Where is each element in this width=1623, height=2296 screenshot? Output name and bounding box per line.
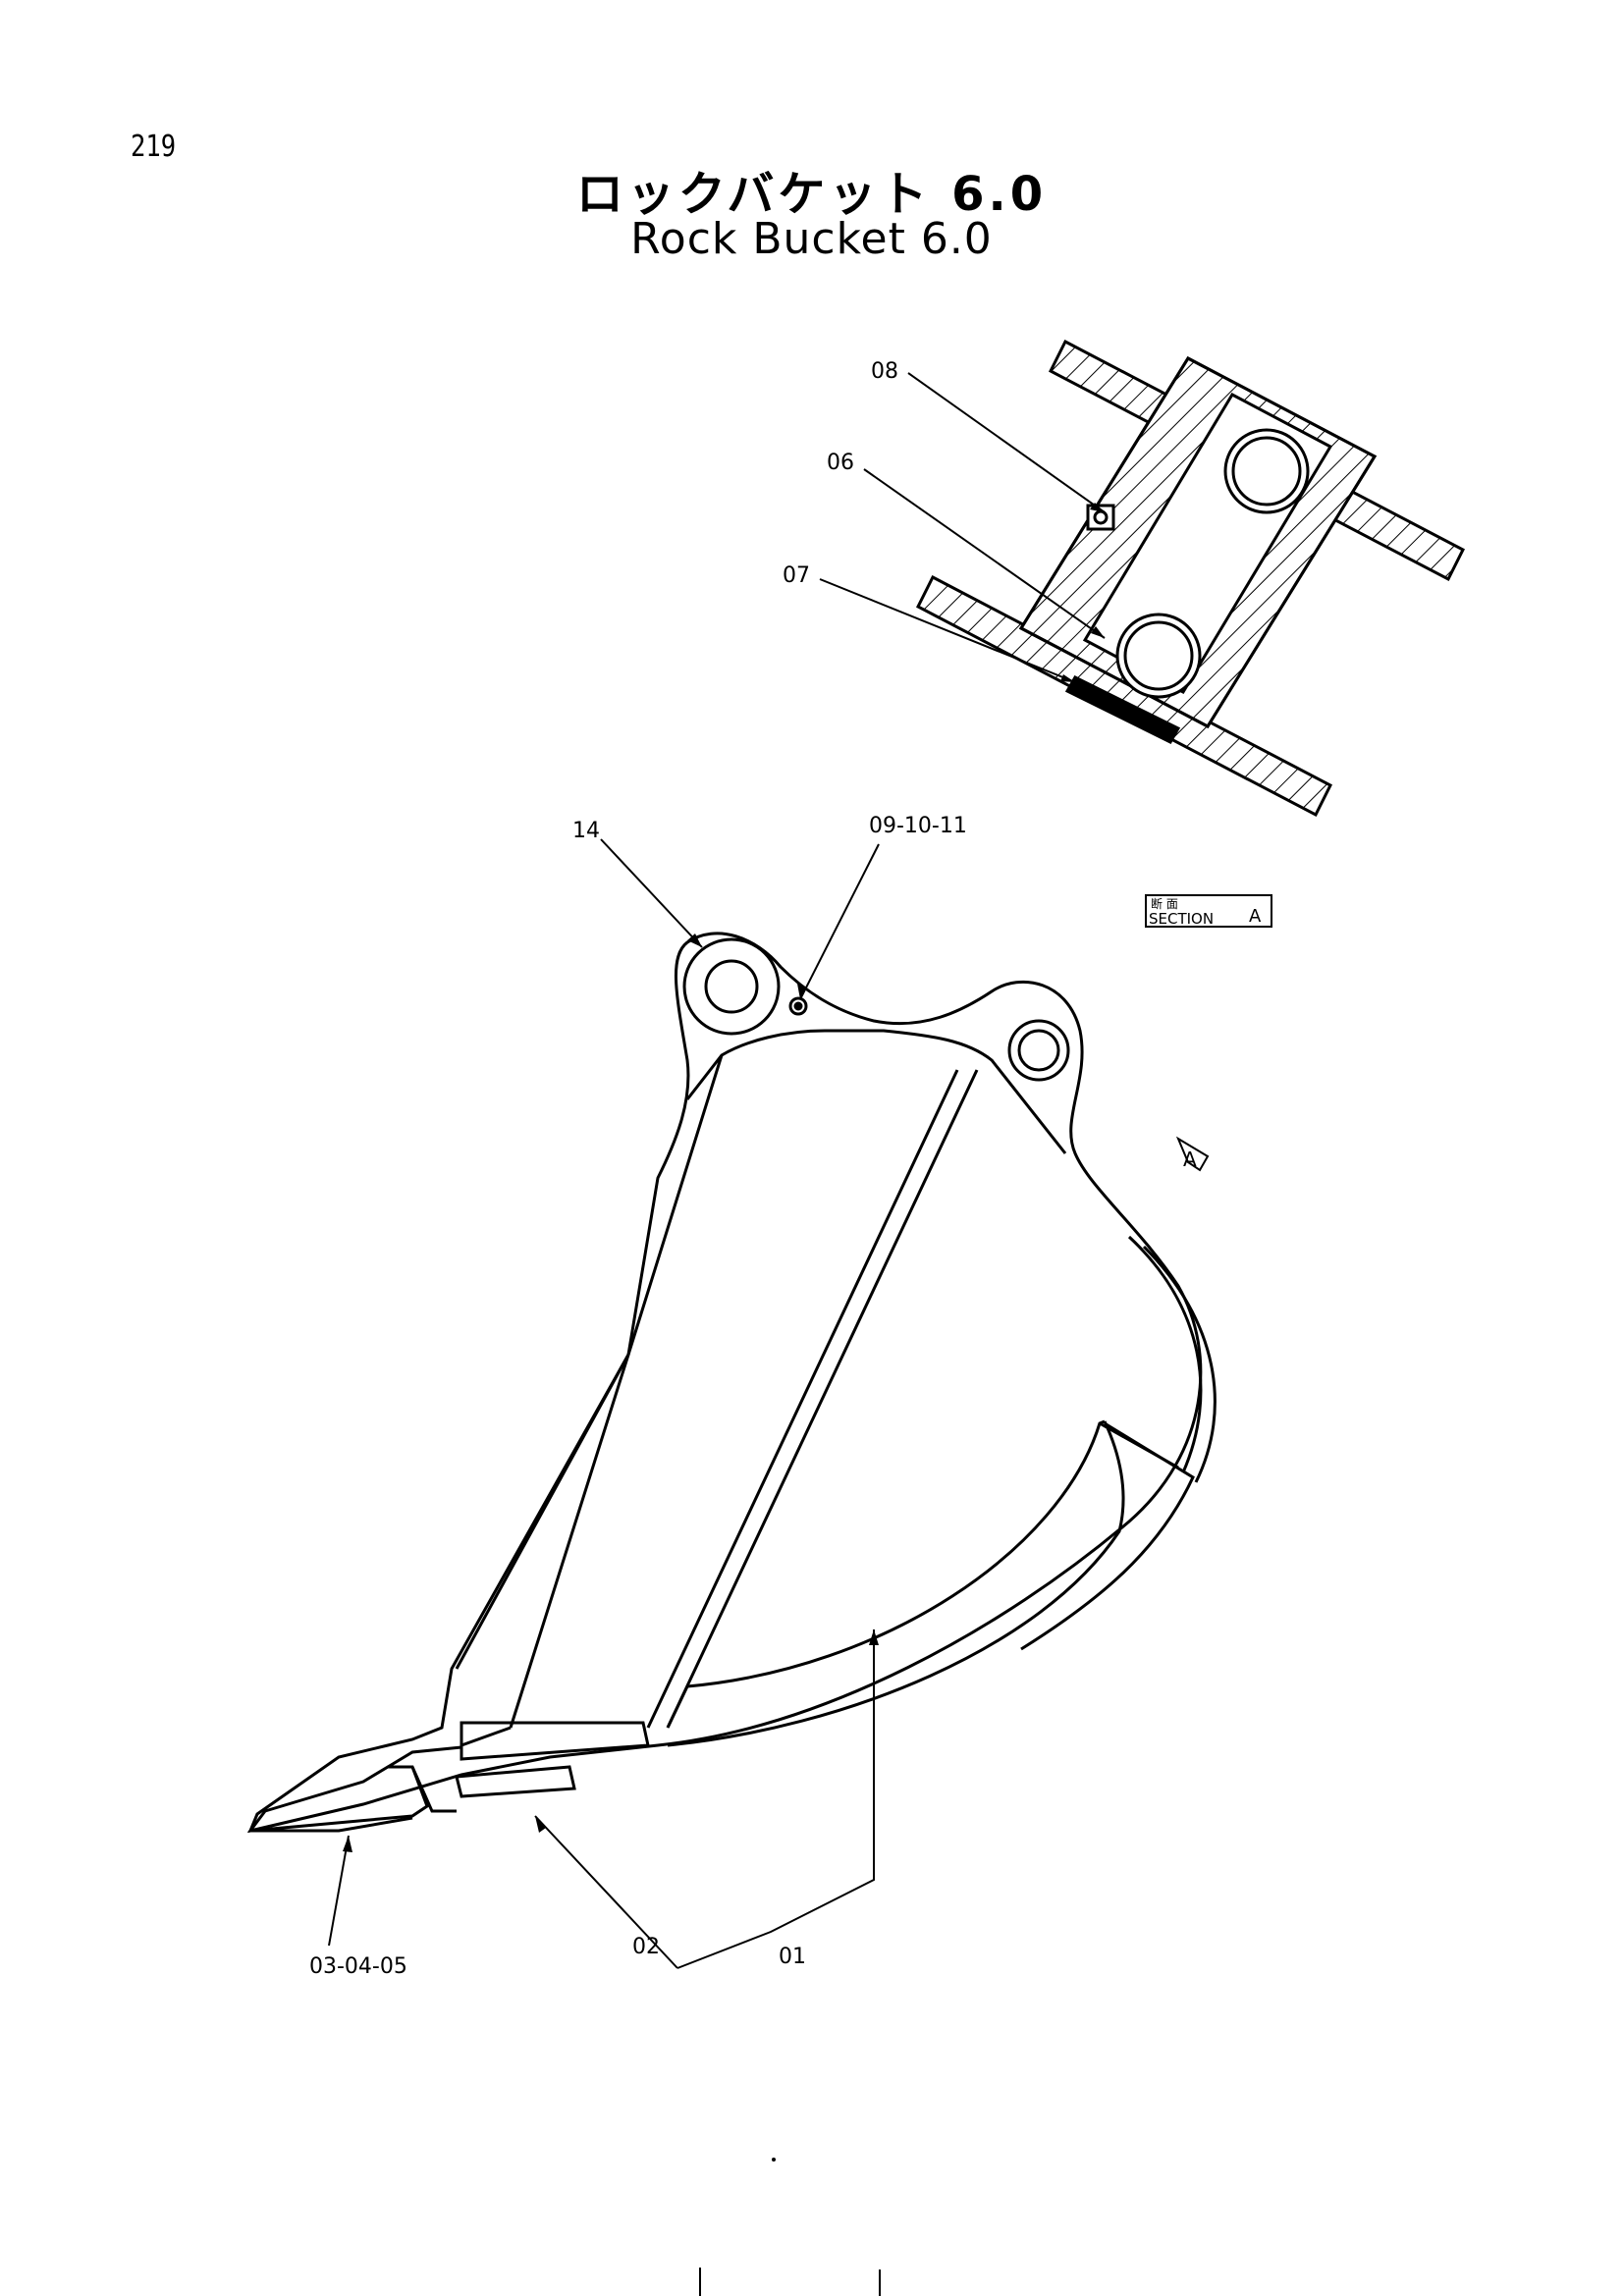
arrowheads — [343, 503, 1105, 1852]
section-label-text: SECTION — [1149, 910, 1214, 928]
callout-07: 07 — [783, 563, 810, 588]
scan-marks — [699, 2158, 881, 2296]
section-label-letter: A — [1249, 906, 1262, 927]
leader-lines-section — [819, 372, 1106, 683]
callout-09-10-11: 09-10-11 — [869, 814, 967, 838]
leader-lines-bucket — [328, 838, 880, 1969]
section-a-detail — [915, 339, 1466, 818]
callout-02: 02 — [632, 1935, 660, 1959]
callout-03-04-05: 03-04-05 — [309, 1954, 407, 1979]
callout-01: 01 — [779, 1945, 806, 1969]
section-marker-letter: A — [1183, 1148, 1197, 1171]
page-number: 219 — [131, 130, 177, 164]
bucket-body — [246, 932, 1217, 1834]
section-label-kanji: 断 面 — [1151, 896, 1178, 911]
callout-14: 14 — [572, 819, 600, 843]
callout-08: 08 — [871, 359, 898, 384]
section-marker: A — [1175, 1136, 1210, 1172]
title-english: Rock Bucket 6.0 — [630, 214, 993, 264]
title-japanese: ロックバケット 6.0 — [575, 167, 1048, 222]
section-label: 断 面 SECTION A — [1145, 894, 1272, 928]
callout-06: 06 — [827, 451, 854, 475]
